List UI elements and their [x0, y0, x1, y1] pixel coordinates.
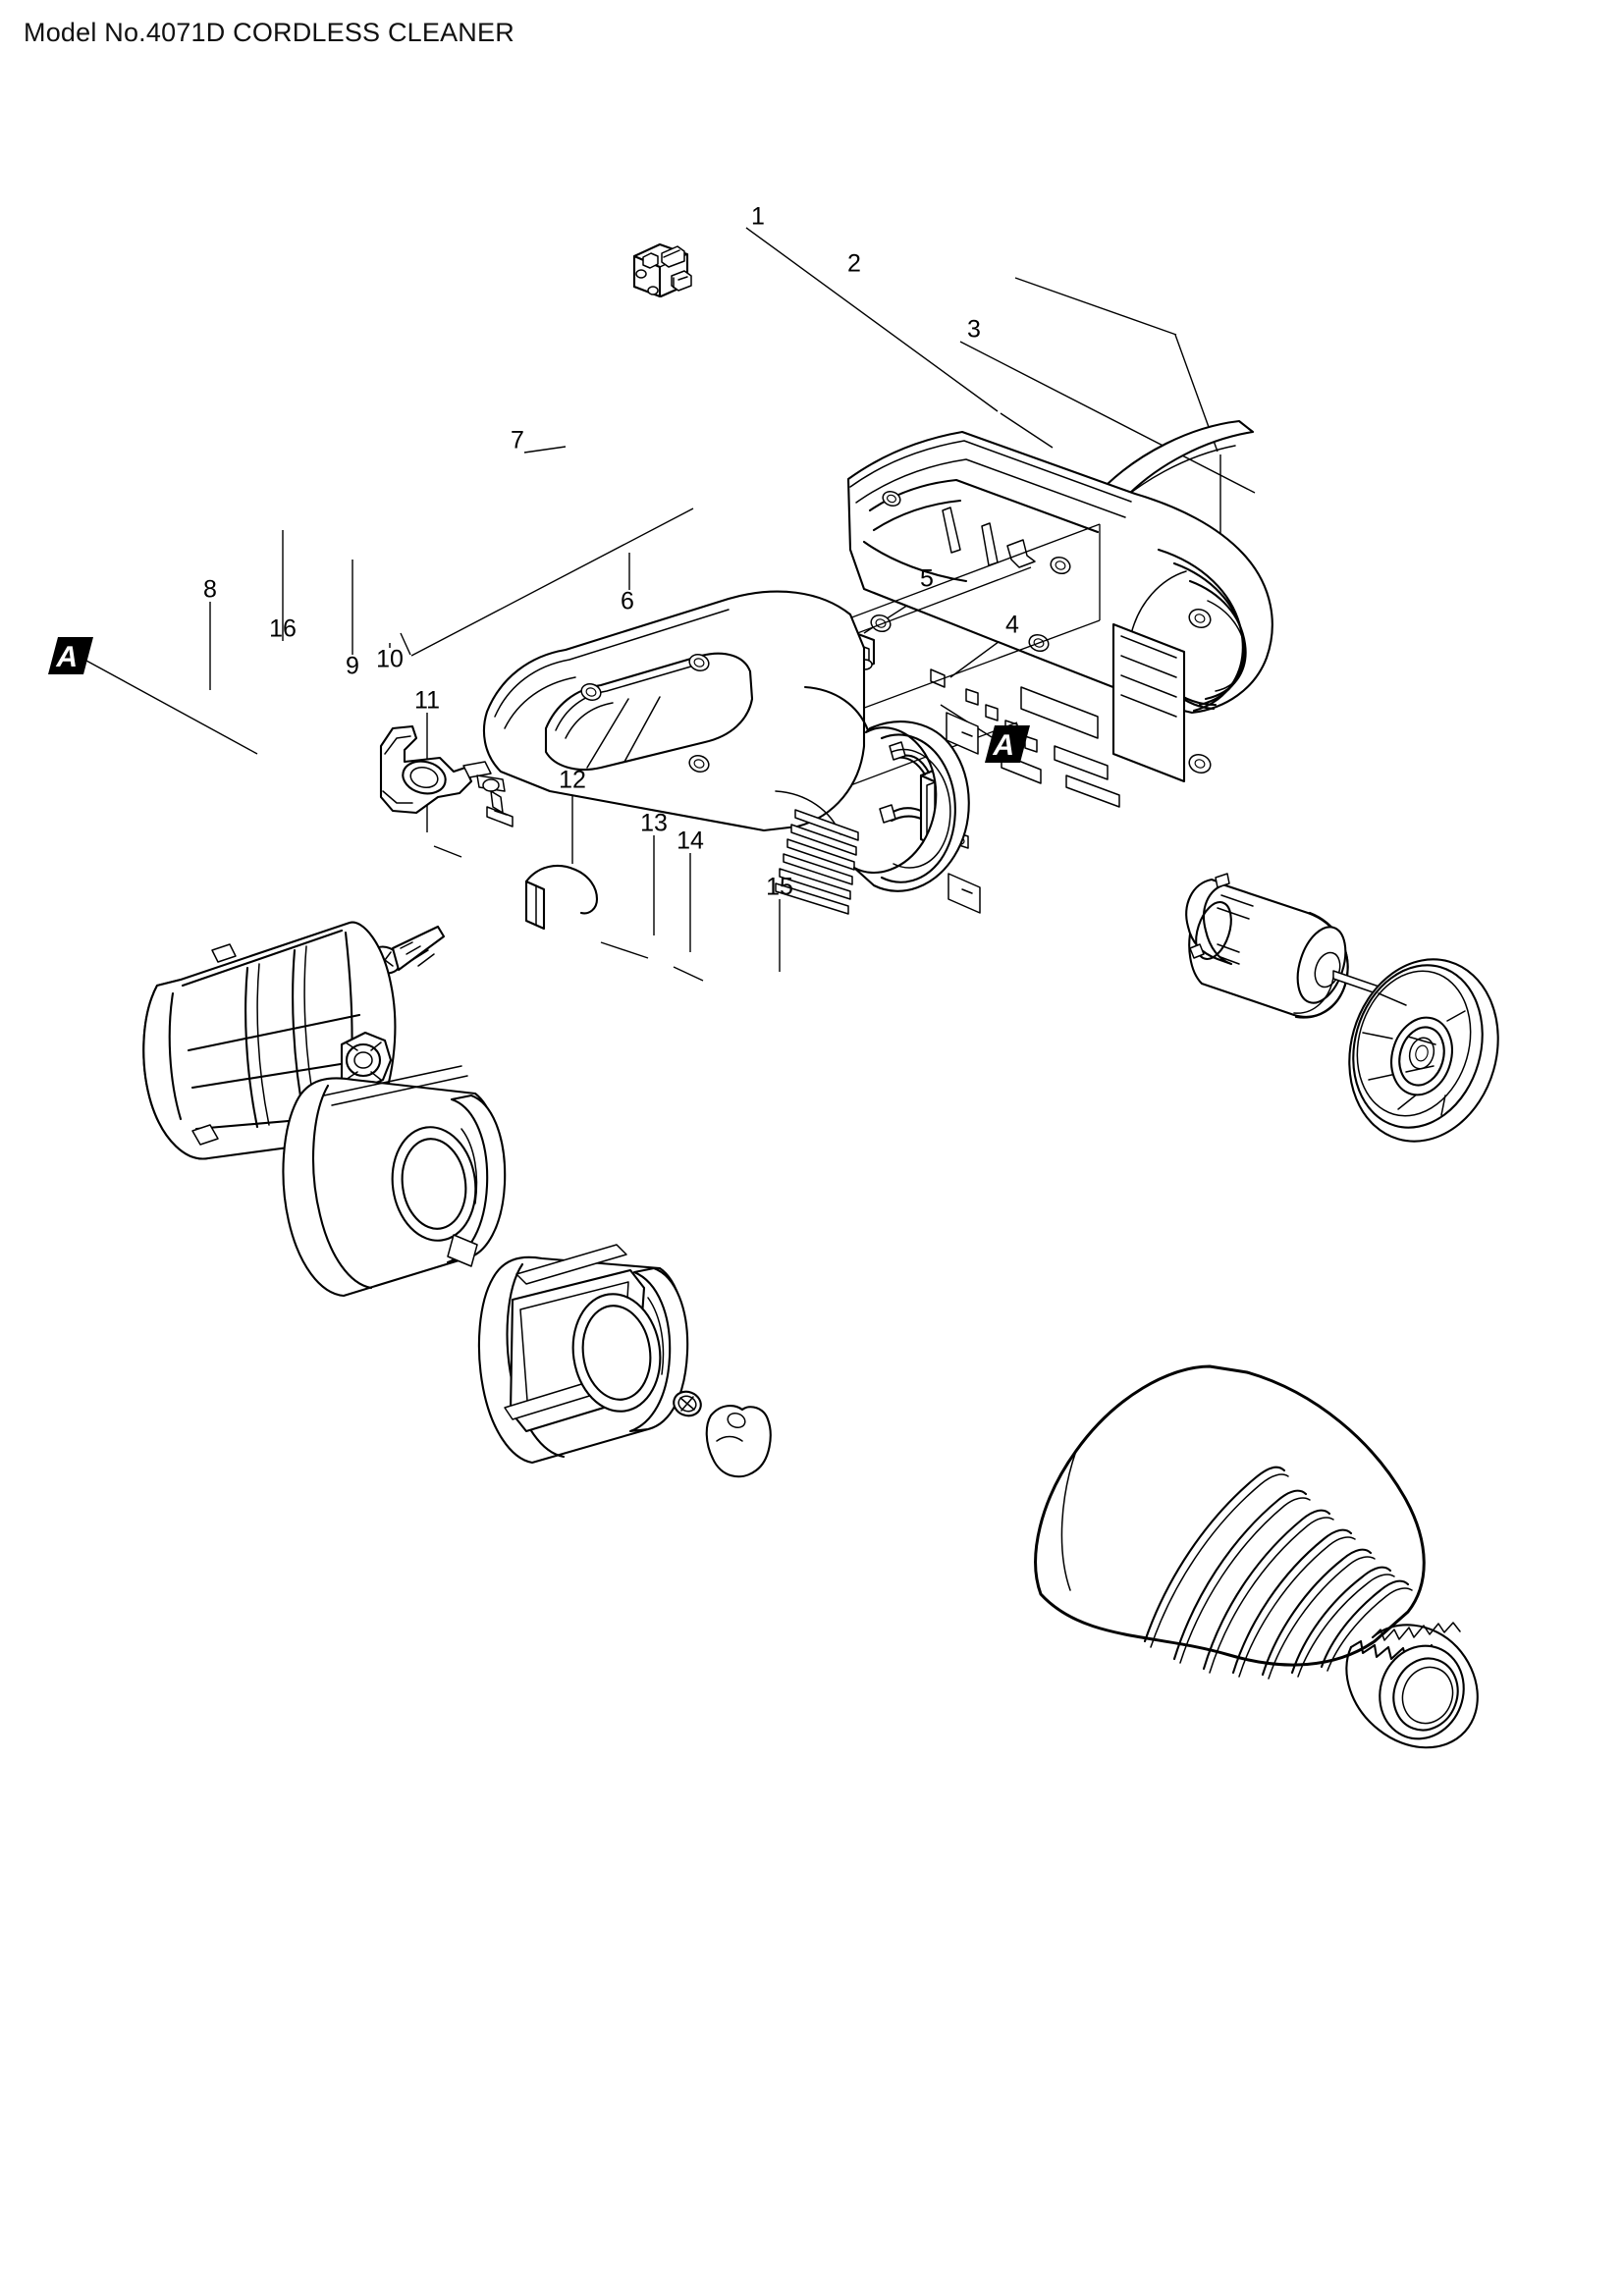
callout-4: 4 [1005, 611, 1019, 639]
part-15-dust-container [1034, 1364, 1479, 1749]
callout-3: 3 [967, 315, 981, 344]
callout-9: 9 [346, 652, 359, 680]
page-title: Model No.4071D CORDLESS CLEANER [24, 18, 514, 47]
section-marker-a-left: A [48, 633, 93, 678]
part-9-spring-hook [524, 865, 599, 931]
callout-5: 5 [920, 564, 934, 593]
callout-14: 14 [677, 827, 704, 855]
callout-8: 8 [203, 575, 217, 604]
part-16-bracket [379, 724, 514, 828]
part-5-motor [1185, 873, 1391, 1019]
section-marker-a-right: A [985, 721, 1030, 767]
callout-13: 13 [640, 809, 668, 837]
callout-10: 10 [376, 645, 404, 673]
callout-12: 12 [559, 766, 586, 794]
part-4-fan [1348, 958, 1499, 1143]
housing-left-half [482, 590, 981, 915]
part-14-latch-plate [705, 1405, 772, 1478]
callout-11: 11 [414, 686, 440, 715]
callout-1: 1 [751, 202, 765, 231]
callout-2: 2 [847, 249, 861, 278]
callout-16: 16 [269, 614, 297, 643]
callout-15: 15 [766, 873, 793, 901]
part-12-filter-frame [477, 1244, 689, 1465]
callout-6: 6 [621, 587, 634, 615]
callout-7: 7 [511, 426, 524, 454]
part-13-screw [673, 1390, 702, 1417]
part-3-housing-right-half [600, 430, 1273, 826]
part-1-micro-switch [632, 242, 692, 298]
part-11-cloth-filter [282, 1065, 507, 1298]
